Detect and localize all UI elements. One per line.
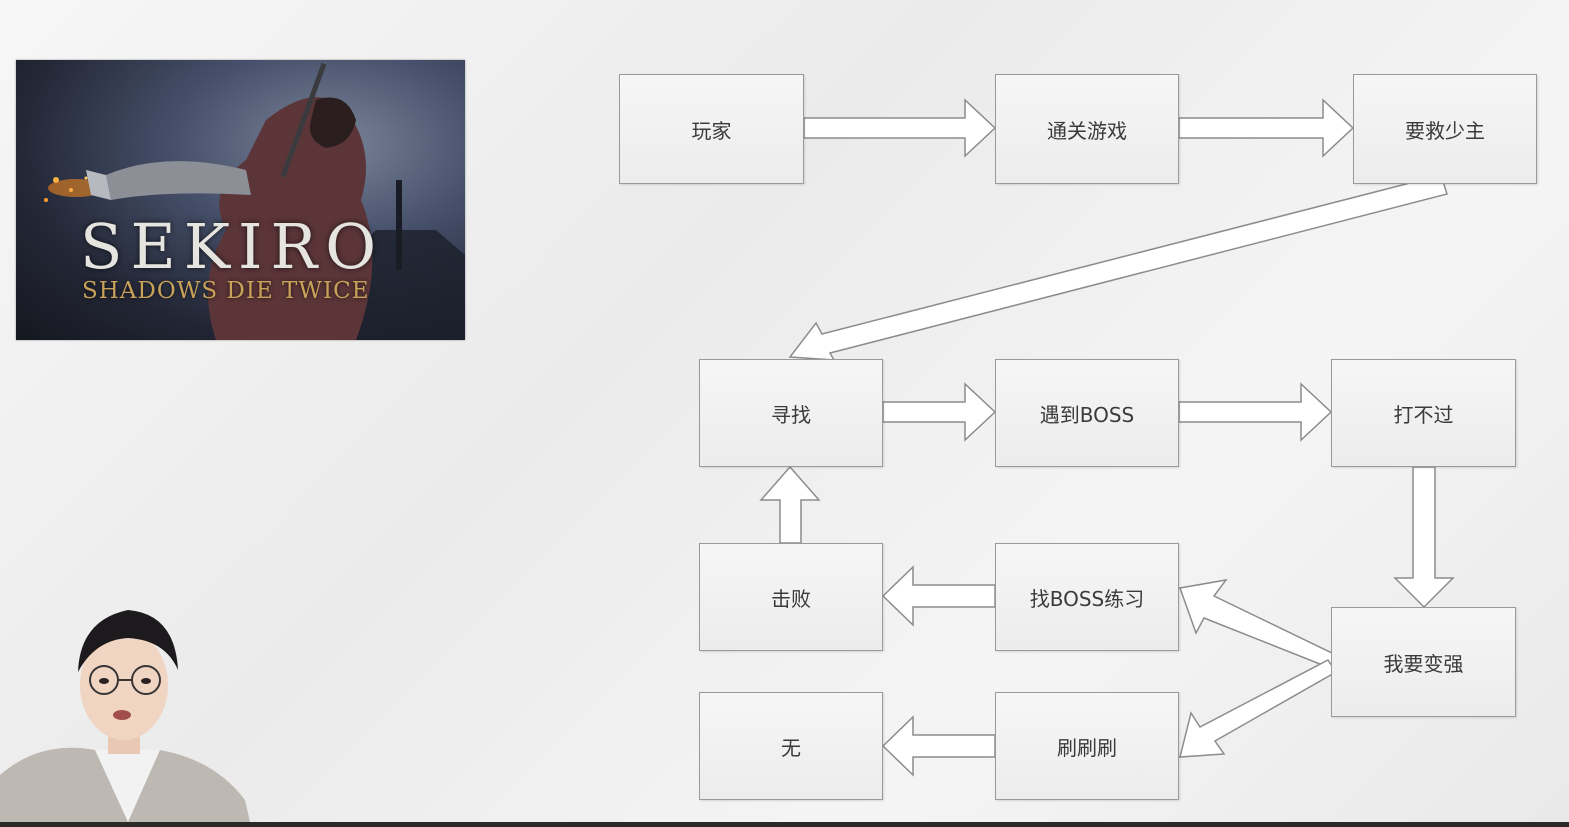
node-save-lord: 要救少主 — [1353, 74, 1537, 184]
node-none: 无 — [699, 692, 883, 800]
node-meet-boss: 遇到BOSS — [995, 359, 1179, 467]
node-defeat: 击败 — [699, 543, 883, 651]
node-cant-beat: 打不过 — [1331, 359, 1516, 467]
cover-artwork — [44, 62, 465, 340]
arrow-boss-to-cantbeat — [1178, 382, 1333, 442]
node-player: 玩家 — [619, 74, 804, 184]
arrow-stronger-to-grind — [1179, 659, 1338, 758]
node-grind: 刷刷刷 — [995, 692, 1179, 800]
arrow-stronger-to-practice — [1178, 578, 1337, 669]
presenter-avatar — [0, 610, 250, 822]
cover-title: SEKIRO — [80, 210, 385, 283]
arrow-defeat-to-search — [759, 465, 821, 544]
node-clear-game: 通关游戏 — [995, 74, 1179, 184]
arrow-grind-to-none — [881, 715, 996, 777]
node-practice-boss: 找BOSS练习 — [995, 543, 1179, 651]
sekiro-cover-image: SEKIRO SHADOWS DIE TWICE — [16, 60, 465, 340]
cover-subtitle: SHADOWS DIE TWICE — [82, 278, 370, 304]
presenter-webcam — [0, 600, 250, 822]
bottom-edge-bar — [0, 822, 1569, 827]
arrow-save-to-search — [788, 174, 1448, 361]
node-get-stronger: 我要变强 — [1331, 607, 1516, 717]
arrow-clear-to-save — [1178, 98, 1355, 158]
arrow-player-to-clear — [803, 98, 997, 158]
node-search: 寻找 — [699, 359, 883, 467]
arrow-cantbeat-to-stronger — [1393, 466, 1455, 609]
arrow-search-to-boss — [882, 382, 997, 442]
arrow-practice-to-defeat — [881, 565, 996, 627]
